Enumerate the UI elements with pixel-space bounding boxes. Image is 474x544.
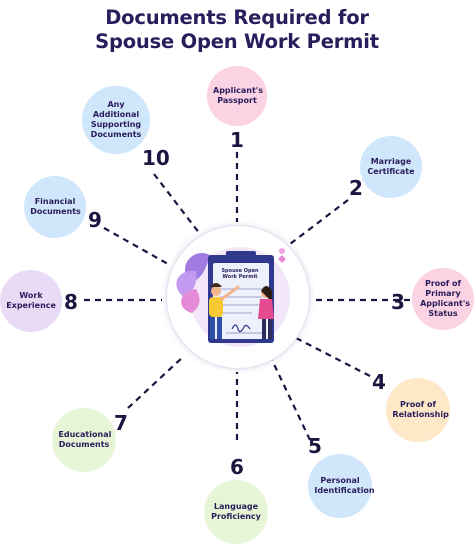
item-label-2: Marriage Certificate [367, 157, 415, 176]
item-circle-4: Proof of Relationship [386, 378, 450, 442]
number-4: 4 [372, 370, 386, 394]
item-circle-2: Marriage Certificate [360, 136, 422, 198]
center-label: Spouse Open Work Permit [221, 268, 259, 280]
number-9: 9 [88, 208, 102, 232]
item-circle-9: Financial Documents [24, 176, 86, 238]
connector-5 [271, 359, 311, 441]
item-label-8: Work Experience [6, 291, 56, 310]
item-label-10: Any Additional Supporting Documents [90, 100, 142, 139]
number-8: 8 [64, 290, 78, 314]
item-label-1: Applicant's Passport [213, 86, 263, 105]
number-2: 2 [349, 176, 363, 200]
item-circle-5: Personal Identification [308, 454, 375, 518]
title-line-1: Documents Required for [105, 6, 369, 29]
connector-4 [295, 337, 371, 377]
number-1: 1 [230, 128, 244, 152]
title-line-2: Spouse Open Work Permit [95, 30, 379, 53]
item-label-3: Proof of Primary Applicant's Status [420, 279, 471, 318]
item-circle-10: Any Additional Supporting Documents [82, 86, 150, 154]
connector-2 [289, 199, 349, 245]
item-circle-6: Language Proficiency [204, 480, 268, 544]
item-circle-3: Proof of Primary Applicant's Status [412, 268, 474, 330]
item-label-6: Language Proficiency [211, 502, 261, 521]
number-3: 3 [391, 290, 405, 314]
item-circle-8: Work Experience [0, 270, 62, 332]
item-label-4: Proof of Relationship [392, 400, 449, 419]
number-5: 5 [308, 434, 322, 458]
number-6: 6 [230, 455, 244, 479]
connector-10 [153, 173, 201, 235]
connector-7 [127, 355, 185, 409]
number-7: 7 [114, 411, 128, 435]
number-10: 10 [142, 146, 170, 170]
connector-9 [103, 227, 169, 265]
item-label-9: Financial Documents [30, 197, 81, 216]
spouse-permit-illustration [176, 247, 290, 347]
item-circle-7: Educational Documents [52, 408, 116, 472]
page-title: Documents Required for Spouse Open Work … [0, 6, 474, 54]
item-label-7: Educational Documents [58, 430, 112, 449]
item-label-5: Personal Identification [314, 476, 375, 495]
item-circle-1: Applicant's Passport [207, 66, 267, 126]
